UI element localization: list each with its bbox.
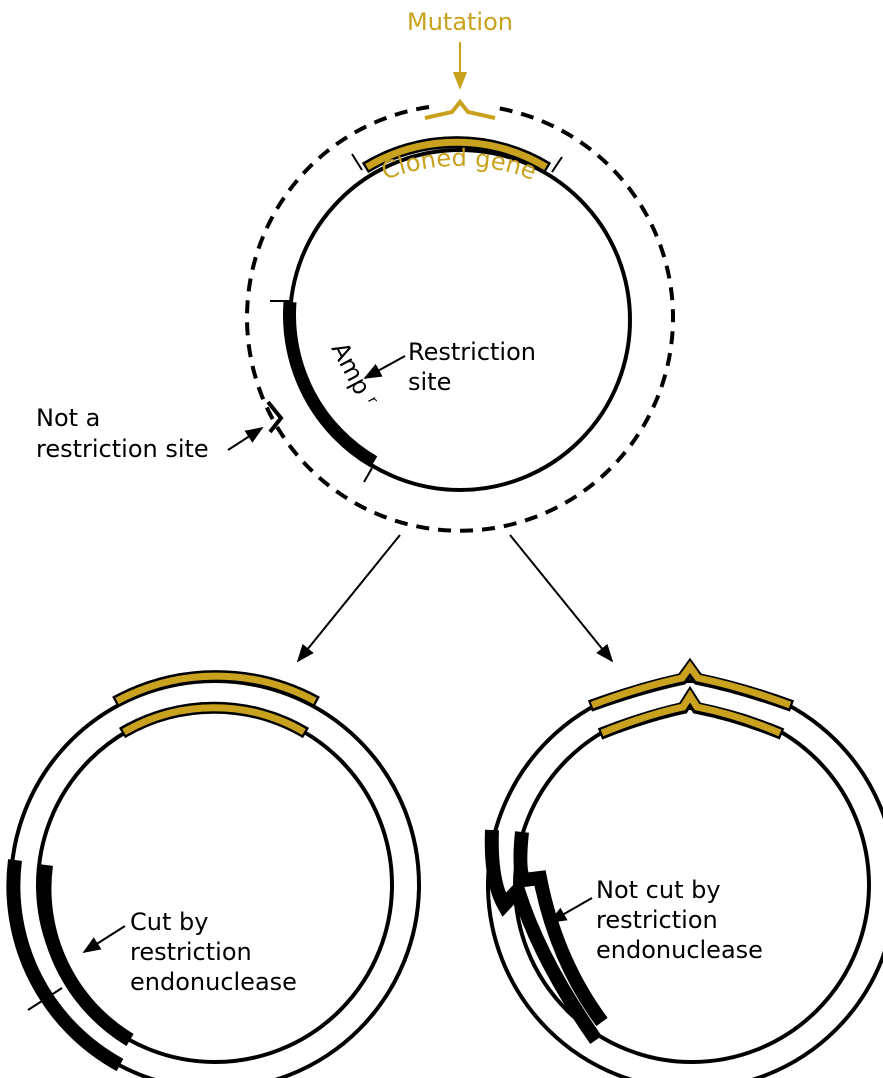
replication-arrow-right: [509, 534, 614, 663]
mutant-outer-ampr: [484, 829, 602, 1045]
not-restriction-site-arrow: [227, 427, 264, 451]
wild-type-inner-gene-fill: [122, 704, 306, 736]
mutant-inner-ampr: [513, 831, 608, 1027]
ampr-label: Amp r: [326, 338, 383, 412]
restriction-site-arrow: [363, 355, 406, 379]
mutation-bump: [424, 98, 496, 120]
not-restriction-site-label: Not a restriction site: [36, 404, 209, 463]
mutation-kink: [266, 400, 284, 434]
top-plasmid: Mutation Cloned gene Amp r Restriction s…: [36, 8, 675, 533]
not-cut-by-label: Not cut by restriction endonuclease: [596, 876, 763, 964]
wild-type-inner-ampr: [37, 864, 134, 1046]
cut-by-arrow: [82, 925, 126, 953]
cut-line: [27, 987, 63, 1011]
replication-arrow-left: [296, 534, 401, 663]
mutant-outer-strand: [486, 679, 883, 1078]
mutant-outer-gene-fill: [590, 661, 792, 709]
wild-type-outer-ampr: [6, 859, 124, 1072]
outer-dashed-strand: [245, 105, 675, 533]
gene-end-tick-left: [351, 153, 363, 171]
mutant-inner-gene-fill: [600, 689, 782, 737]
wild-type-outer-gene-fill: [115, 672, 317, 705]
mutant-plasmid: Not cut by restriction endonuclease: [484, 657, 883, 1078]
cloned-gene-segment-fill: [365, 138, 548, 171]
ampr-segment: [283, 301, 378, 468]
mutation-label: Mutation: [407, 8, 513, 36]
wild-type-outer-strand: [9, 679, 421, 1078]
restriction-site-label: Restriction site: [408, 338, 544, 396]
not-cut-by-arrow: [548, 897, 593, 923]
wild-type-plasmid: Cut by restriction endonuclease: [6, 670, 421, 1078]
ampr-end-tick-bottom: [363, 467, 373, 483]
cut-by-label: Cut by restriction endonuclease: [130, 908, 297, 996]
gene-end-tick-right: [551, 156, 563, 173]
